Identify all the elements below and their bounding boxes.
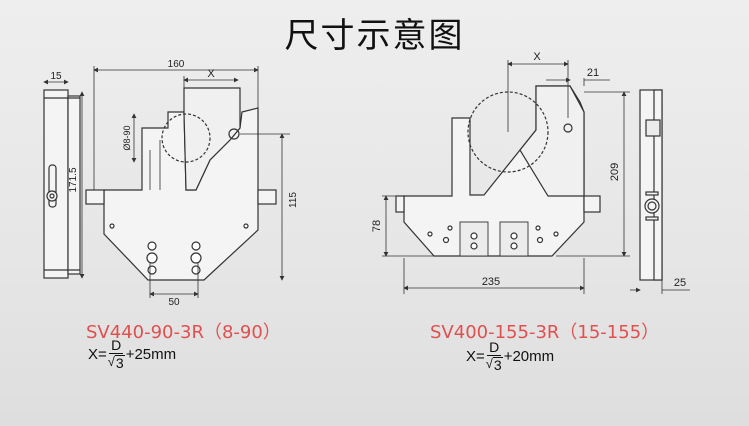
left-formula-fraction: D √3 xyxy=(108,338,125,370)
left-dim-171: 171.5 xyxy=(68,167,79,192)
left-formula-radicand: 3 xyxy=(114,355,125,371)
right-dimension-lines xyxy=(382,60,690,294)
page-title: 尺寸示意图 xyxy=(284,16,465,56)
left-dim-115: 115 xyxy=(288,192,299,208)
left-model-label: SV440-90-3R（8-90） xyxy=(86,322,281,343)
right-dim-235: 235 xyxy=(482,276,500,288)
left-dim-50: 50 xyxy=(168,297,180,308)
right-formula-radicand: 3 xyxy=(492,357,503,373)
right-formula-suffix: +20mm xyxy=(503,347,555,365)
left-formula-prefix: X= xyxy=(88,345,107,363)
right-dim-209: 209 xyxy=(609,163,621,181)
right-dim-21: 21 xyxy=(587,67,599,79)
left-formula: X= D √3 +25mm xyxy=(88,338,176,370)
right-dim-78: 78 xyxy=(371,220,383,232)
left-formula-suffix: +25mm xyxy=(125,345,177,363)
left-front-view xyxy=(85,87,277,281)
left-dim-15: 15 xyxy=(50,71,62,82)
right-formula-numerator: D xyxy=(487,339,502,356)
left-formula-numerator: D xyxy=(109,337,124,354)
left-dim-x: X xyxy=(207,68,215,80)
left-side-view xyxy=(43,89,81,279)
left-dimension-lines xyxy=(43,66,290,298)
right-formula-prefix: X= xyxy=(466,347,485,365)
right-formula-radical: √ xyxy=(485,356,493,371)
right-formula: X= D √3 +20mm xyxy=(466,340,554,372)
left-dim-160: 160 xyxy=(168,59,185,70)
right-side-view xyxy=(639,89,663,281)
right-formula-fraction: D √3 xyxy=(486,340,503,372)
right-dim-25: 25 xyxy=(674,277,686,289)
right-dim-x: X xyxy=(533,51,541,63)
left-dim-diameter: Ø8-90 xyxy=(122,125,132,150)
right-front-view xyxy=(395,85,601,257)
right-model-label: SV400-155-3R（15-155） xyxy=(430,322,660,343)
left-formula-radical: √ xyxy=(107,354,115,369)
